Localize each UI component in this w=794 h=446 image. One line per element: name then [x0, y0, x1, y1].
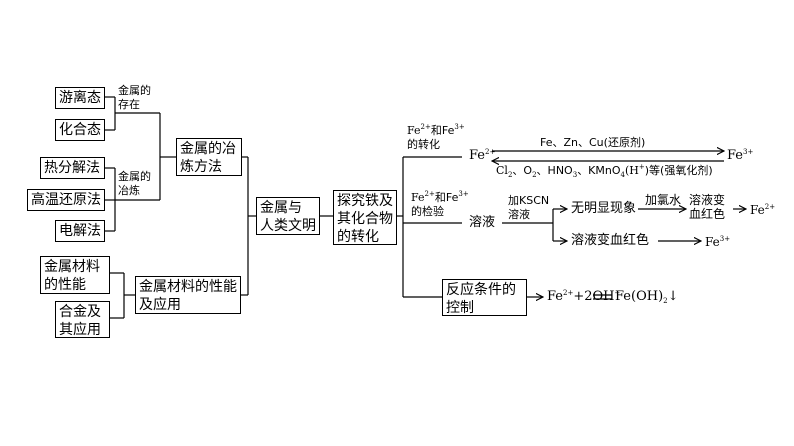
- text-cl: Cl: [496, 164, 508, 177]
- label-fe-test: Fe2+和Fe3+ 的检验: [411, 190, 469, 219]
- node-refenjiefa: 热分解法: [40, 157, 105, 179]
- node-label: 化合态: [59, 122, 101, 138]
- label-chlorine-water: 加氯水: [645, 193, 682, 207]
- node-label: 游离态: [59, 90, 101, 106]
- node-label-line2: 人类文明: [260, 218, 316, 234]
- label-smelt: 金属的 冶炼: [118, 170, 151, 198]
- node-label-line2: 及应用: [139, 297, 181, 313]
- node-label: 热分解法: [44, 160, 100, 176]
- charge: 2+: [485, 148, 496, 156]
- label-reducing-agents: Fe、Zn、Cu(还原剂): [540, 136, 646, 149]
- text-product: Fe(OH): [615, 289, 664, 304]
- node-label-line1: 金属材料的性能: [139, 279, 237, 295]
- node-label-line2: 其应用: [59, 322, 101, 338]
- node-iron-compounds: 探究铁及 其化合物 的转化: [333, 190, 397, 245]
- node-label-line2: 的性能: [44, 277, 86, 293]
- node-label-line1: 金属的冶: [180, 141, 236, 157]
- text-fe: Fe: [705, 235, 720, 249]
- label-oxidizing-agents: Cl2、O2、HNO3、KMnO4(H+)等(强氧化剂): [496, 163, 713, 179]
- charge: 2+: [563, 289, 574, 297]
- fe2-left: Fe2+: [469, 149, 495, 163]
- node-dianjiefa: 电解法: [55, 220, 105, 242]
- node-label: 电解法: [59, 223, 101, 239]
- node-gaowenhuanyuanfa: 高温还原法: [27, 189, 105, 211]
- node-label-line3: 的转化: [337, 229, 379, 245]
- text-hno: 、HNO: [536, 164, 573, 177]
- text-and-fe: 和Fe: [434, 191, 459, 204]
- node-label: 高温还原法: [31, 192, 101, 208]
- label-line1: 加KSCN: [508, 194, 550, 207]
- text-fe: Fe: [727, 148, 744, 163]
- text-and-fe: 和Fe: [430, 124, 455, 137]
- charge: 2+: [764, 203, 776, 211]
- node-label-line1: 反应条件的: [446, 282, 516, 298]
- node-youlitai: 游离态: [55, 87, 105, 109]
- text-h: (H: [625, 164, 639, 177]
- equation-right: Fe(OH)2↓: [615, 289, 679, 305]
- node-alloy: 合金及 其应用: [55, 301, 110, 338]
- node-label-line1: 合金及: [59, 304, 101, 320]
- label-solution: 溶液: [469, 215, 496, 230]
- label-line2: 溶液: [508, 208, 530, 221]
- node-label-line1: 金属与: [260, 200, 302, 216]
- text-fe: Fe: [547, 289, 564, 304]
- node-reaction-condition: 反应条件的 控制: [442, 279, 527, 316]
- label-line2: 冶炼: [118, 184, 140, 197]
- text-o: 、O: [512, 164, 533, 177]
- node-material-props: 金属材料 的性能: [40, 256, 110, 294]
- subscript: 2: [663, 297, 668, 305]
- label-line2: 血红色: [689, 207, 726, 221]
- charge: −: [614, 289, 621, 297]
- node-civilization: 金属与 人类文明: [256, 197, 320, 235]
- node-label-line2: 炼方法: [180, 159, 222, 175]
- label-no-change: 无明显现象: [571, 201, 637, 216]
- node-label-line1: 金属材料: [44, 259, 100, 275]
- label-fe-conversion: Fe2+和Fe3+ 的转化: [407, 123, 465, 152]
- text-oh: +2OH: [573, 289, 615, 304]
- text-fe: Fe: [407, 124, 421, 137]
- node-label-line2: 其化合物: [337, 211, 393, 227]
- label-line1: 溶液变: [689, 193, 726, 207]
- text-conversion: 的转化: [407, 138, 440, 151]
- text-strong-oxidizer: )等(强氧化剂): [644, 164, 713, 177]
- node-label-line2: 控制: [446, 300, 474, 316]
- label-line2: 存在: [118, 98, 140, 111]
- text-fe: Fe: [469, 148, 486, 163]
- charge: 3+: [743, 148, 754, 156]
- equation-left: Fe2++2OH−: [547, 290, 620, 304]
- charge: 3+: [719, 235, 731, 243]
- label-line1: 金属的: [118, 84, 151, 97]
- text-fe: Fe: [750, 203, 765, 217]
- text-test: 的检验: [411, 205, 444, 218]
- fe2-result: Fe2+: [750, 203, 775, 217]
- label-turns-red: 溶液变 血红色: [689, 193, 725, 221]
- precipitate-arrow-icon: ↓: [667, 289, 679, 304]
- label-kscn: 加KSCN 溶液: [508, 194, 549, 222]
- fe3-right: Fe3+: [727, 149, 753, 163]
- node-material-application: 金属材料的性能 及应用: [135, 276, 241, 314]
- fe3-result: Fe3+: [705, 235, 730, 249]
- label-blood-red: 溶液变血红色: [571, 233, 650, 248]
- text-kmno: 、KMnO: [577, 164, 621, 177]
- label-line1: 金属的: [118, 170, 151, 183]
- label-exist: 金属的 存在: [118, 84, 151, 112]
- node-huahetai: 化合态: [55, 119, 105, 141]
- text-fe: Fe: [411, 191, 425, 204]
- node-smelting-methods: 金属的冶 炼方法: [176, 138, 242, 176]
- node-label-line1: 探究铁及: [337, 193, 393, 209]
